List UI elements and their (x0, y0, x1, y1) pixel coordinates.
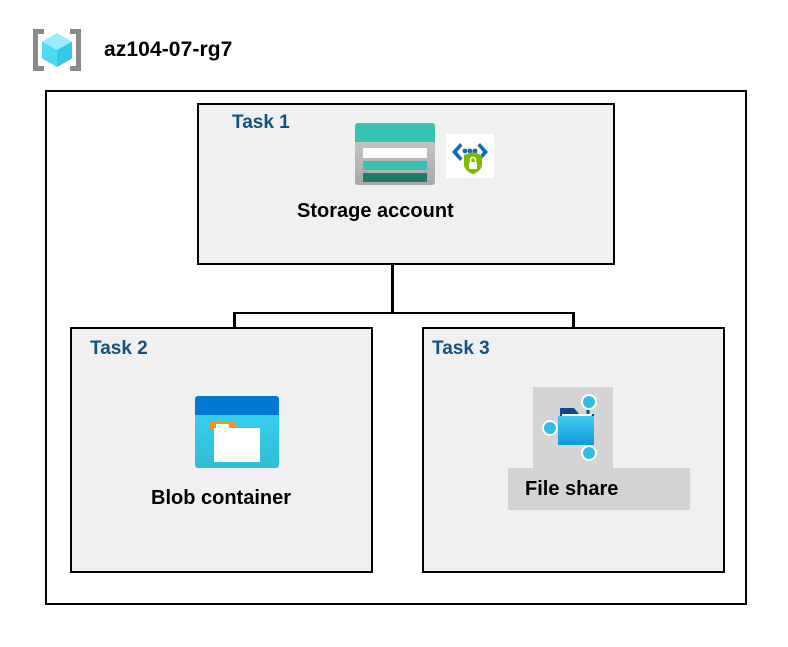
connector-trunk (391, 265, 394, 314)
secure-endpoint-shield-icon (446, 134, 494, 178)
connector-bus (234, 311, 575, 314)
task-3-label: Task 3 (432, 338, 490, 359)
file-share-label-selection-highlight (508, 468, 690, 510)
task-1-label: Task 1 (232, 112, 290, 133)
file-share-icon (536, 390, 610, 464)
resource-group-header: az104-07-rg7 (30, 26, 232, 74)
resource-group-name: az104-07-rg7 (104, 38, 233, 61)
task-2-label: Task 2 (90, 338, 148, 359)
blob-container-icon (192, 393, 282, 471)
storage-account-icon (352, 120, 438, 188)
storage-account-caption: Storage account (297, 200, 454, 222)
resource-group-cube-icon (30, 26, 84, 74)
blob-container-caption: Blob container (151, 487, 292, 509)
file-share-caption: File share (525, 478, 619, 500)
